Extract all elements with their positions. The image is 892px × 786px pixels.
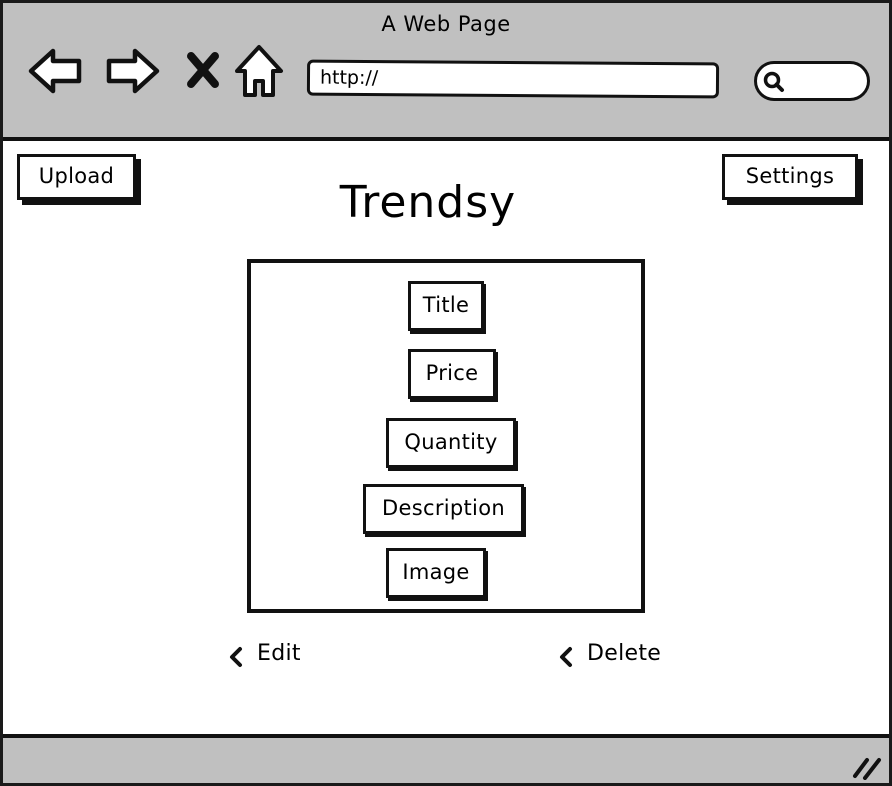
title-field[interactable]: Title [408,281,484,331]
search-field[interactable] [754,61,870,101]
chevron-left-icon [230,647,242,667]
address-input[interactable]: http:// [319,66,379,90]
image-field[interactable]: Image [386,548,486,598]
forward-button[interactable] [103,46,161,96]
price-field[interactable]: Price [408,349,496,399]
address-bar[interactable]: http:// [306,59,720,99]
back-arrow-icon [28,48,82,94]
delete-label: Delete [587,641,662,666]
stop-icon [187,52,219,88]
stop-button[interactable] [183,48,223,92]
description-field[interactable]: Description [363,484,524,534]
forward-arrow-icon [106,48,160,94]
search-icon [763,71,784,92]
settings-button[interactable]: Settings [722,154,858,200]
upload-button[interactable]: Upload [17,154,136,200]
browser-toolbar: A Web Page http:// [3,3,889,137]
edit-link[interactable]: Edit [227,641,317,671]
edit-label: Edit [257,641,301,666]
home-icon [235,45,283,97]
listing-fields-panel: Title Price Quantity Description Image [247,259,645,613]
back-button[interactable] [27,46,85,96]
window-title: A Web Page [381,12,511,36]
page-title: Trendsy [339,177,517,228]
home-button[interactable] [233,43,285,99]
resize-grip-icon[interactable] [851,754,883,780]
page-content: Upload Settings Trendsy Title Price Quan… [3,137,889,738]
quantity-field[interactable]: Quantity [386,418,516,468]
status-bar [3,738,889,783]
chevron-left-icon [560,647,572,667]
delete-link[interactable]: Delete [557,641,677,671]
